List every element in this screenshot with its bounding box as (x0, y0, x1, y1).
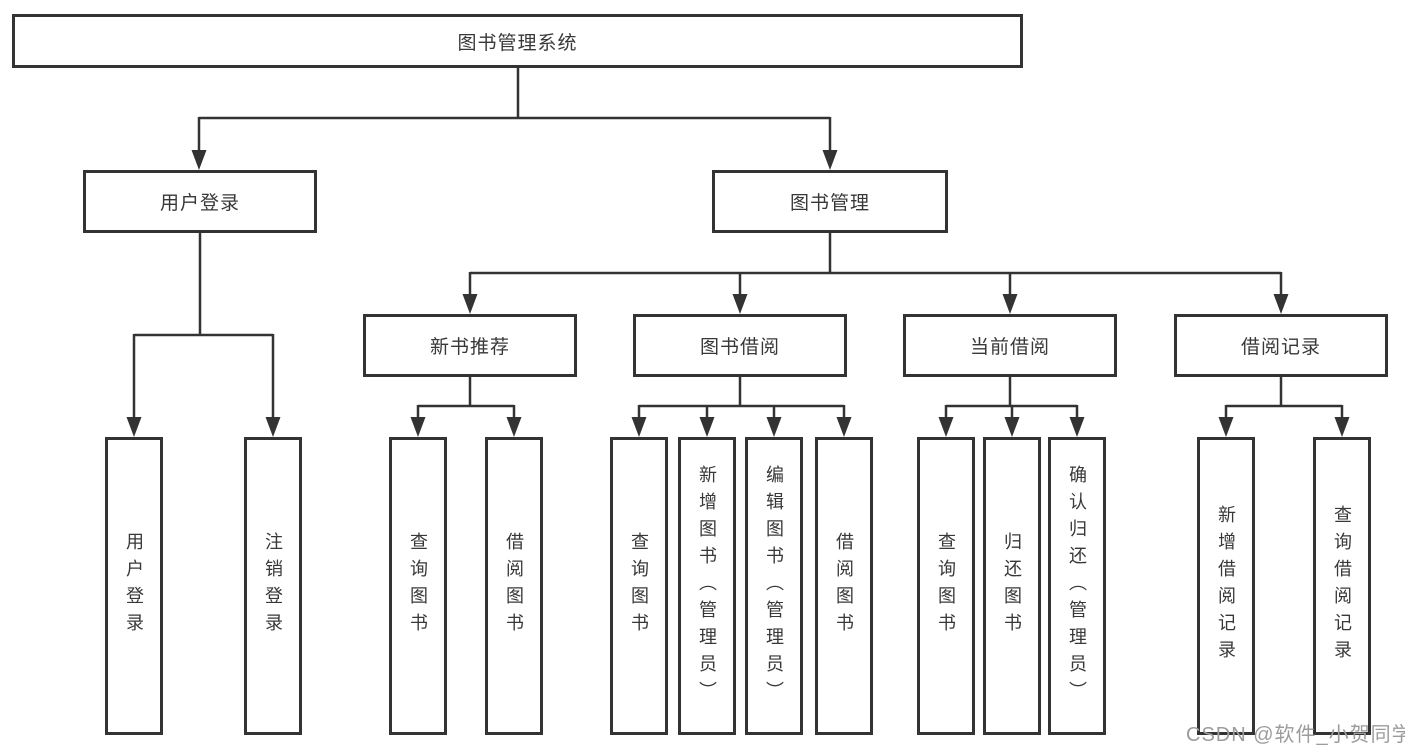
leaf-rec-query-books-label: 查询图书 (408, 532, 428, 640)
node-book-management-label: 图书管理 (789, 193, 870, 214)
leaf-current-return-books-label: 归还图书 (1002, 532, 1022, 640)
leaf-rec-borrow-books: 借阅图书 (485, 437, 543, 735)
leaf-records-add-record-label: 新增借阅记录 (1216, 505, 1236, 667)
node-user-login: 用户登录 (83, 170, 317, 233)
leaf-current-return-books: 归还图书 (983, 437, 1041, 735)
leaf-borrow-query-books-label: 查询图书 (629, 532, 649, 640)
leaf-current-query-books: 查询图书 (917, 437, 975, 735)
leaf-current-confirm-return-admin-label: 确认归还（管理员） (1067, 464, 1087, 708)
leaf-borrow-borrow-books: 借阅图书 (815, 437, 873, 735)
node-new-book-recommend: 新书推荐 (363, 314, 577, 377)
leaf-borrow-borrow-books-label: 借阅图书 (834, 532, 854, 640)
leaf-rec-query-books: 查询图书 (389, 437, 447, 735)
node-book-borrow-label: 图书借阅 (699, 337, 780, 358)
leaf-current-query-books-label: 查询图书 (936, 532, 956, 640)
leaf-logout-label: 注销登录 (263, 532, 283, 640)
leaf-borrow-add-books-admin-label: 新增图书（管理员） (697, 464, 717, 708)
node-current-borrow-label: 当前借阅 (969, 337, 1050, 358)
leaf-logout: 注销登录 (244, 437, 302, 735)
leaf-borrow-add-books-admin: 新增图书（管理员） (678, 437, 736, 735)
node-book-management: 图书管理 (712, 170, 948, 233)
node-library-system-label: 图书管理系统 (457, 32, 578, 54)
node-library-system: 图书管理系统 (12, 14, 1023, 68)
node-book-borrow: 图书借阅 (633, 314, 847, 377)
node-borrow-records: 借阅记录 (1174, 314, 1388, 377)
leaf-borrow-edit-books-admin: 编辑图书（管理员） (745, 437, 803, 735)
leaf-records-add-record: 新增借阅记录 (1197, 437, 1255, 735)
node-user-login-label: 用户登录 (159, 193, 240, 214)
leaf-rec-borrow-books-label: 借阅图书 (504, 532, 524, 640)
connector-user-login-to-leaves (126, 233, 281, 437)
leaf-records-query-record-label: 查询借阅记录 (1332, 505, 1352, 667)
connector-root-to-level2 (191, 67, 838, 170)
connector-book-borrow-to-leaves (631, 377, 852, 437)
node-borrow-records-label: 借阅记录 (1240, 337, 1321, 358)
csdn-watermark: CSDN @软件_小贺同学 (1186, 724, 1405, 746)
leaf-borrow-edit-books-admin-label: 编辑图书（管理员） (764, 464, 784, 708)
leaf-user-login-label: 用户登录 (124, 532, 144, 640)
leaf-borrow-query-books: 查询图书 (610, 437, 668, 735)
node-new-book-recommend-label: 新书推荐 (429, 337, 510, 358)
connector-book-mgmt-to-level3 (462, 233, 1289, 314)
leaf-current-confirm-return-admin: 确认归还（管理员） (1048, 437, 1106, 735)
leaf-records-query-record: 查询借阅记录 (1313, 437, 1371, 735)
connector-new-rec-to-leaves (410, 377, 522, 437)
node-current-borrow: 当前借阅 (903, 314, 1117, 377)
connector-current-borrow-to-leaves (938, 377, 1085, 437)
connector-borrow-records-to-leaves (1218, 377, 1350, 437)
leaf-user-login: 用户登录 (105, 437, 163, 735)
